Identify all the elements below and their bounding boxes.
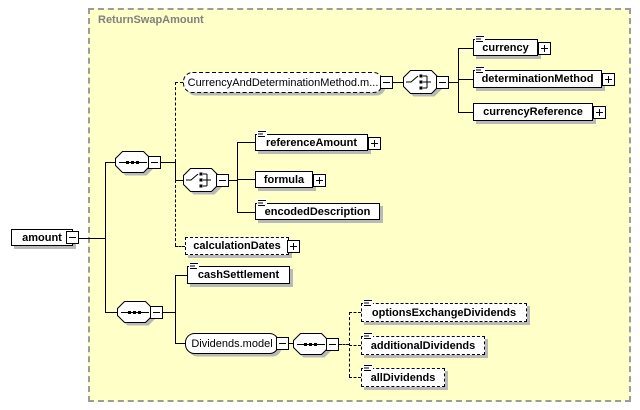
expand-button-formula[interactable] [313, 174, 326, 187]
expand-button-reference-amount[interactable] [368, 137, 381, 150]
connector-line [79, 238, 105, 239]
element-box-amount[interactable]: amount [11, 229, 73, 246]
connector-line [163, 312, 175, 313]
sequence-compositor[interactable] [117, 301, 157, 327]
connector-line [175, 162, 176, 180]
element-box-calculation-dates[interactable]: calculationDates [185, 237, 300, 255]
expand-button-currency[interactable] [538, 42, 551, 55]
connector-line [449, 82, 458, 83]
connector-line-optional [175, 246, 185, 247]
text-content-icon [475, 35, 485, 44]
connector-line [393, 82, 403, 83]
collapse-button-sequence-3[interactable] [326, 338, 339, 351]
element-label: calculationDates [193, 240, 281, 252]
element-box-additional-dividends[interactable]: additionalDividends [361, 332, 485, 355]
element-label: cashSettlement [197, 269, 280, 281]
element-label: amount [22, 231, 62, 244]
text-content-icon [257, 199, 267, 208]
element-label: currency [482, 41, 529, 54]
collapse-button-currency-model-group[interactable] [380, 76, 393, 89]
element-label: determinationMethod [481, 73, 594, 85]
choice-icon [403, 70, 442, 97]
element-label: allDividends [370, 371, 436, 384]
text-content-icon [257, 130, 267, 139]
element-label: formula [263, 173, 305, 186]
connector-line [458, 48, 459, 112]
model-group-currency-and-determination-method[interactable]: CurrencyAndDeterminationMethod.m... [183, 72, 387, 97]
element-box-cash-settlement[interactable]: cashSettlement [187, 262, 290, 284]
connector-line-optional [349, 345, 361, 346]
collapse-button-choice-1[interactable] [436, 76, 449, 89]
collapse-button-amount[interactable] [66, 231, 79, 244]
element-box-reference-amount[interactable]: referenceAmount [255, 130, 381, 151]
connector-line [458, 48, 473, 49]
connector-line-optional [349, 377, 361, 378]
element-box-currency[interactable]: currency [473, 35, 551, 56]
connector-line-optional [175, 82, 183, 83]
connector-line [289, 343, 293, 344]
connector-line [237, 142, 255, 143]
expand-button-determination-method[interactable] [602, 73, 615, 86]
collapse-button-choice-2[interactable] [216, 174, 229, 187]
sequence-compositor[interactable] [293, 333, 333, 359]
connector-line [105, 162, 106, 312]
expand-button-calculation-dates[interactable] [287, 240, 300, 253]
element-box-currency-reference[interactable]: currencyReference [473, 103, 606, 121]
model-group-label: CurrencyAndDeterminationMethod.m... [187, 76, 379, 89]
connector-line [175, 343, 185, 344]
sequence-icon [293, 333, 332, 358]
connector-line [175, 275, 187, 276]
element-box-encoded-description[interactable]: encodedDescription [255, 199, 380, 220]
text-content-icon [475, 66, 485, 75]
element-label: optionsExchangeDividends [371, 306, 517, 319]
element-box-all-dividends[interactable]: allDividends [361, 364, 445, 387]
connector-line [458, 112, 473, 113]
model-group-label: Dividends.model [191, 337, 273, 350]
connector-line-optional [175, 180, 176, 246]
element-label: additionalDividends [370, 339, 476, 352]
connector-line [237, 212, 255, 213]
choice-compositor[interactable] [183, 168, 223, 196]
element-label: referenceAmount [265, 136, 358, 149]
choice-icon [183, 168, 222, 195]
collapse-button-sequence-1[interactable] [148, 156, 161, 169]
sequence-icon [117, 301, 156, 326]
text-content-icon [189, 262, 199, 271]
connector-line-optional [349, 312, 361, 313]
connector-line [237, 179, 255, 180]
choice-compositor[interactable] [403, 70, 443, 98]
connector-line-optional [339, 344, 349, 345]
sequence-compositor[interactable] [115, 151, 155, 177]
connector-line [175, 180, 183, 181]
expand-button-currency-reference[interactable] [593, 106, 606, 119]
connector-line [161, 162, 175, 163]
text-content-icon [363, 332, 373, 341]
sequence-icon [115, 151, 154, 176]
element-box-determination-method[interactable]: determinationMethod [473, 66, 615, 88]
connector-line [458, 79, 473, 80]
collapse-button-sequence-2[interactable] [150, 306, 163, 319]
text-content-icon [363, 364, 373, 373]
element-box-formula[interactable]: formula [255, 171, 326, 188]
model-group-dividends[interactable]: Dividends.model [185, 333, 283, 358]
connector-line [237, 142, 238, 212]
element-label: encodedDescription [264, 205, 371, 218]
text-content-icon [363, 299, 373, 308]
element-label: currencyReference [483, 106, 583, 118]
element-box-options-exchange-dividends[interactable]: optionsExchangeDividends [361, 299, 527, 322]
collapse-button-dividends-model[interactable] [276, 337, 289, 350]
connector-line [229, 180, 237, 181]
connector-line-optional [349, 312, 350, 377]
connector-line [175, 275, 176, 343]
connector-line [105, 312, 117, 313]
connector-line [105, 162, 115, 163]
connector-line-optional [175, 82, 176, 162]
complex-type-title: ReturnSwapAmount [98, 14, 204, 26]
